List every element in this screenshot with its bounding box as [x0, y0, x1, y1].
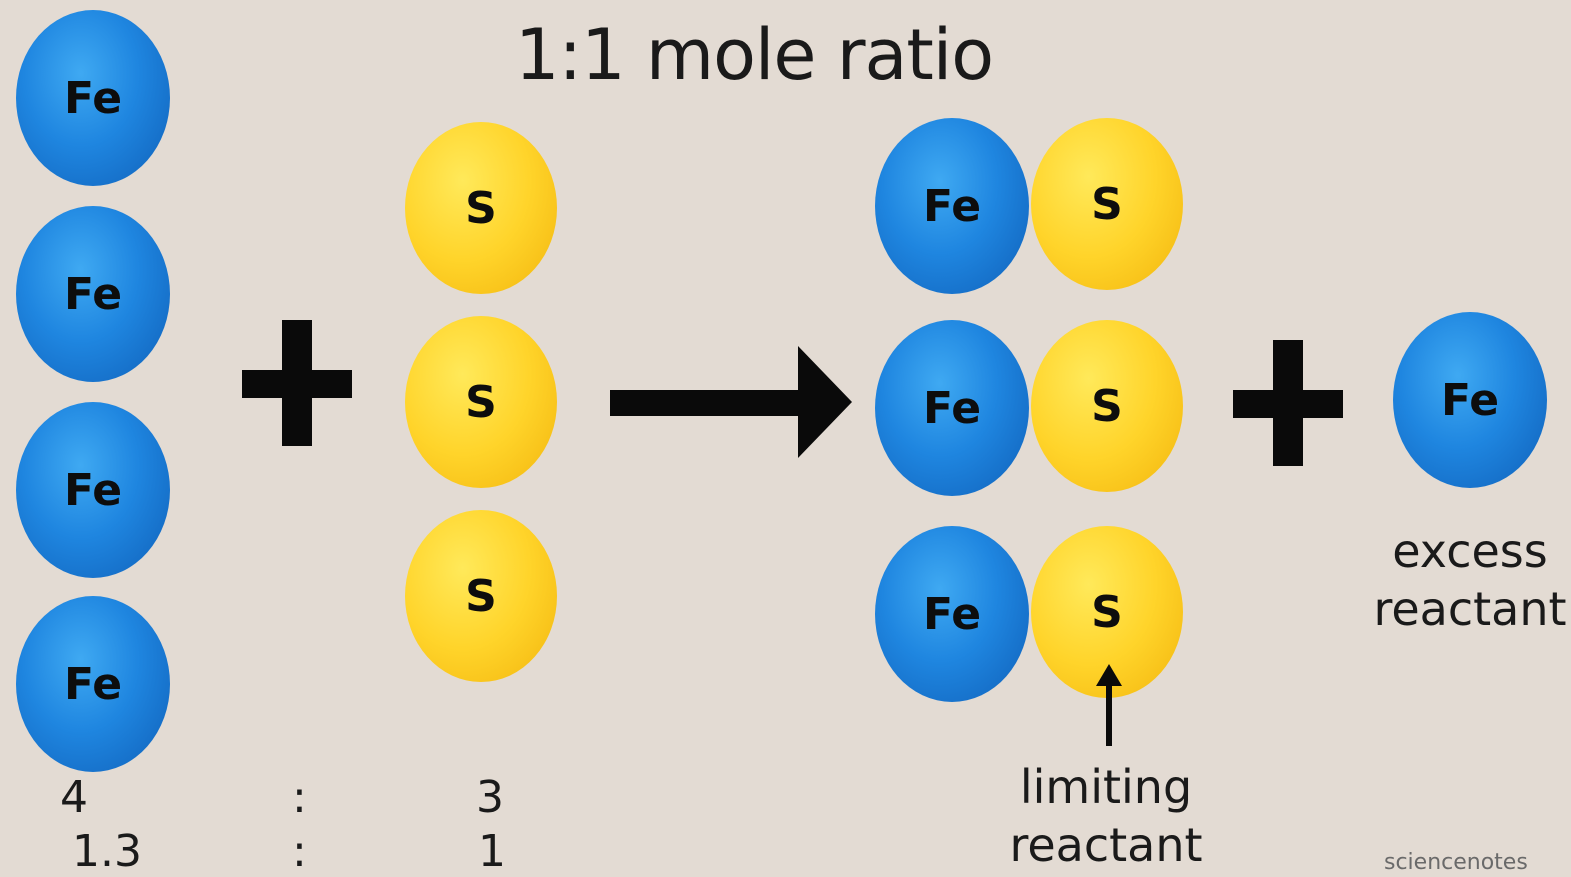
sulfur-ratio: 1 — [478, 826, 506, 877]
product-iron-atom: Fe — [875, 526, 1029, 702]
excess-iron-atom: Fe — [1393, 312, 1547, 488]
iron-count: 4 — [60, 772, 88, 823]
product-iron-atom: Fe — [875, 320, 1029, 496]
iron-ratio: 1.3 — [72, 826, 142, 877]
product-iron-atom: Fe — [875, 118, 1029, 294]
iron-atom: Fe — [16, 596, 170, 772]
product-sulfur-atom: S — [1031, 118, 1183, 290]
source-credit: sciencenotes — [1384, 850, 1528, 875]
ratio-separator: : — [292, 772, 307, 823]
product-sulfur-atom: S — [1031, 320, 1183, 492]
sulfur-atom: S — [405, 122, 557, 294]
excess-reactant-label: excess reactant — [1373, 524, 1567, 636]
diagram-title: 1:1 mole ratio — [515, 14, 994, 96]
iron-atom: Fe — [16, 10, 170, 186]
sulfur-count: 3 — [476, 772, 504, 823]
plus-icon — [1233, 340, 1343, 466]
reaction-arrow-icon — [610, 346, 852, 458]
limiting-reactant-label: limiting reactant — [1009, 760, 1203, 872]
limiting-pointer-icon — [1096, 664, 1122, 746]
sulfur-atom: S — [405, 510, 557, 682]
iron-atom: Fe — [16, 206, 170, 382]
ratio-separator: : — [292, 826, 307, 877]
iron-atom: Fe — [16, 402, 170, 578]
plus-icon — [242, 320, 352, 446]
sulfur-atom: S — [405, 316, 557, 488]
